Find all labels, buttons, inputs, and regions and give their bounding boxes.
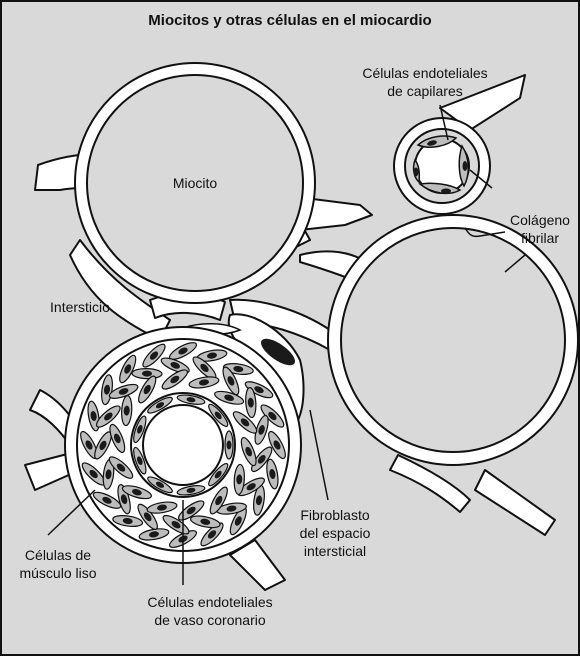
label-fibroblast-line2: del espacio bbox=[300, 525, 371, 541]
label-collagen-line1: Colágeno bbox=[510, 212, 570, 228]
label-smooth-muscle-line1: Células de bbox=[25, 547, 91, 563]
label-capillary-endothelium-line1: Células endoteliales bbox=[362, 65, 487, 81]
label-fibroblast-line1: Fibroblasto bbox=[300, 507, 369, 523]
label-coronary-endothelium-line1: Células endoteliales bbox=[147, 594, 272, 610]
label-smooth-muscle-line2: músculo liso bbox=[19, 565, 96, 581]
label-myocyte: Miocito bbox=[173, 175, 218, 191]
label-fibroblast-line3: intersticial bbox=[304, 543, 366, 559]
capillary bbox=[394, 118, 490, 214]
myocyte-right bbox=[328, 215, 578, 465]
label-capillary-endothelium-line2: de capilares bbox=[387, 83, 463, 99]
diagram-title: Miocitos y otras células en el miocardio bbox=[148, 12, 431, 29]
endothelial-nucleus bbox=[227, 441, 232, 450]
label-coronary-endothelium-line2: de vaso coronario bbox=[154, 612, 266, 628]
label-collagen-line2: fibrilar bbox=[521, 230, 559, 246]
label-interstitium: Intersticio bbox=[50, 299, 110, 315]
